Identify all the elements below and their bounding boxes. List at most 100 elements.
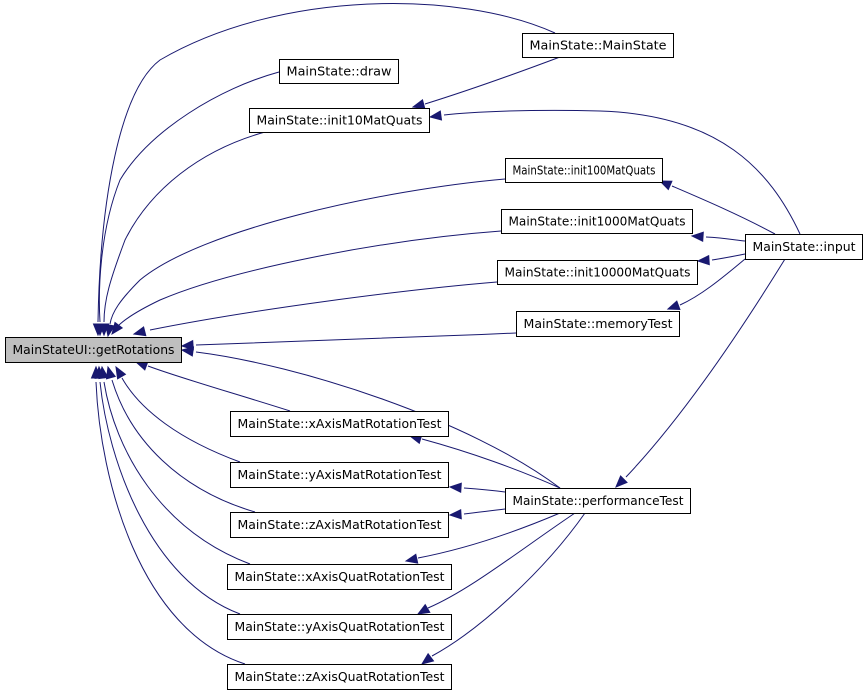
node-label: MainState::yAxisQuatRotationTest bbox=[235, 620, 445, 634]
node-box bbox=[501, 209, 693, 234]
node-input[interactable]: MainState::input bbox=[745, 234, 863, 260]
edge-arrowhead bbox=[111, 321, 124, 336]
node-box bbox=[5, 337, 182, 363]
edge-arrowhead bbox=[690, 231, 704, 242]
edge-ctor-to-i10 bbox=[411, 56, 561, 110]
edge-arrowhead bbox=[411, 98, 426, 110]
node-label: MainState::zAxisQuatRotationTest bbox=[235, 670, 445, 684]
edges-layer bbox=[90, 3, 801, 665]
node-perf[interactable]: MainState::performanceTest bbox=[505, 488, 691, 514]
edge-yquat-to-root bbox=[94, 365, 241, 615]
edge-arrowhead bbox=[696, 254, 710, 266]
node-draw[interactable]: MainState::draw bbox=[279, 59, 399, 84]
node-box bbox=[249, 108, 430, 133]
edge-line bbox=[705, 236, 746, 242]
node-ymat[interactable]: MainState::yAxisMatRotationTest bbox=[230, 462, 449, 488]
edge-line bbox=[111, 379, 256, 513]
edge-line bbox=[117, 230, 502, 327]
node-box bbox=[505, 158, 663, 183]
edge-line bbox=[98, 71, 280, 323]
edge-arrowhead bbox=[420, 652, 435, 665]
edge-perf-to-zquat bbox=[420, 512, 586, 665]
edge-i10-to-root bbox=[98, 131, 266, 337]
node-label: MainState::memoryTest bbox=[524, 317, 673, 331]
node-box bbox=[227, 664, 452, 690]
node-label: MainState::input bbox=[753, 240, 856, 254]
edge-line bbox=[424, 56, 561, 105]
edge-xquat-to-root bbox=[98, 365, 251, 565]
node-label: MainState::init10MatQuats bbox=[257, 114, 423, 128]
node-i10[interactable]: MainState::init10MatQuats bbox=[249, 108, 430, 133]
edge-arrowhead bbox=[658, 180, 673, 191]
edge-arrowhead bbox=[666, 300, 681, 311]
node-zmat[interactable]: MainState::zAxisMatRotationTest bbox=[230, 512, 449, 538]
edge-arrowhead bbox=[104, 323, 116, 338]
node-box bbox=[227, 564, 452, 590]
node-mem[interactable]: MainState::memoryTest bbox=[516, 311, 680, 337]
edge-line bbox=[147, 365, 291, 412]
edge-line bbox=[417, 512, 561, 559]
edge-line bbox=[625, 258, 786, 478]
edge-arrowhead bbox=[132, 326, 147, 337]
edge-line bbox=[463, 487, 506, 493]
edge-perf-to-yquat bbox=[416, 512, 576, 615]
edge-line bbox=[109, 178, 506, 325]
node-box bbox=[516, 311, 680, 337]
node-xmat[interactable]: MainState::xAxisMatRotationTest bbox=[230, 411, 449, 437]
edge-arrowhead bbox=[448, 482, 462, 493]
node-box bbox=[230, 462, 449, 488]
node-label: MainStateUI::getRotations bbox=[13, 343, 175, 357]
edge-input-to-mem bbox=[666, 258, 746, 311]
edge-i100-to-root bbox=[104, 178, 506, 338]
edge-line bbox=[427, 512, 576, 609]
edge-i1000-to-root bbox=[111, 230, 502, 336]
node-label: MainState::init100MatQuats bbox=[513, 164, 656, 178]
edge-line bbox=[121, 377, 241, 463]
node-label: MainState::init1000MatQuats bbox=[509, 215, 686, 229]
node-box bbox=[279, 59, 399, 84]
edge-line bbox=[671, 185, 776, 235]
edge-line bbox=[421, 438, 561, 489]
edge-input-to-i10 bbox=[428, 109, 801, 235]
node-box bbox=[230, 411, 449, 437]
edge-line bbox=[711, 253, 746, 261]
node-label: MainState::zAxisMatRotationTest bbox=[238, 518, 442, 532]
edge-arrowhead bbox=[90, 365, 102, 379]
edge-line bbox=[195, 351, 561, 489]
edge-zmat-to-root bbox=[105, 365, 256, 513]
node-root[interactable]: MainStateUI::getRotations bbox=[5, 337, 182, 363]
node-box bbox=[230, 512, 449, 538]
edge-line bbox=[149, 281, 498, 331]
node-i10000[interactable]: MainState::init10000MatQuats bbox=[497, 260, 698, 285]
edge-input-to-i100 bbox=[658, 180, 776, 235]
node-box bbox=[522, 33, 674, 58]
edge-line bbox=[103, 131, 266, 323]
node-i100[interactable]: MainState::init100MatQuats bbox=[505, 158, 663, 183]
edge-line bbox=[97, 3, 556, 323]
edge-line bbox=[99, 381, 241, 615]
edge-input-to-i10000 bbox=[696, 253, 746, 266]
edge-perf-to-zmat bbox=[448, 508, 506, 520]
node-zquat[interactable]: MainState::zAxisQuatRotationTest bbox=[227, 664, 452, 690]
edge-input-to-perf bbox=[615, 258, 786, 488]
edge-arrowhead bbox=[448, 509, 462, 520]
edge-i10000-to-root bbox=[132, 281, 498, 337]
node-ctor[interactable]: MainState::MainState bbox=[522, 33, 674, 58]
edge-line bbox=[103, 381, 251, 565]
node-yquat[interactable]: MainState::yAxisQuatRotationTest bbox=[227, 614, 452, 640]
edge-arrowhead bbox=[180, 346, 195, 357]
node-label: MainState::MainState bbox=[530, 39, 667, 53]
node-label: MainState::xAxisQuatRotationTest bbox=[235, 570, 445, 584]
edge-arrowhead bbox=[105, 365, 117, 380]
node-label: MainState::performanceTest bbox=[513, 494, 684, 508]
node-label: MainState::init10000MatQuats bbox=[505, 266, 691, 280]
node-label: MainState::yAxisMatRotationTest bbox=[238, 468, 442, 482]
edge-perf-to-root bbox=[180, 346, 561, 489]
edge-zquat-to-root bbox=[90, 365, 246, 665]
node-i1000[interactable]: MainState::init1000MatQuats bbox=[501, 209, 693, 234]
edge-input-to-i1000 bbox=[690, 231, 746, 242]
node-box bbox=[497, 260, 698, 285]
edge-arrowhead bbox=[615, 475, 628, 488]
node-xquat[interactable]: MainState::xAxisQuatRotationTest bbox=[227, 564, 452, 590]
